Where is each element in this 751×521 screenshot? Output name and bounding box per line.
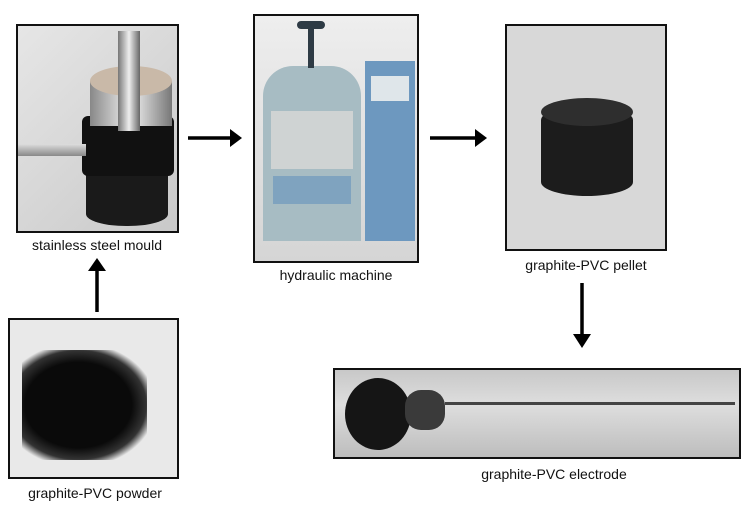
graphite-pvc-powder-photo — [8, 318, 179, 479]
arrowhead-down — [573, 334, 591, 348]
stainless-steel-mould-photo — [16, 24, 179, 233]
graphite-pvc-pellet-label: graphite-PVC pellet — [525, 257, 647, 273]
arrowhead-up — [88, 258, 106, 271]
stainless-steel-mould-label: stainless steel mould — [32, 237, 162, 253]
arrowhead-right-2 — [475, 129, 487, 147]
hydraulic-machine-label: hydraulic machine — [279, 267, 393, 283]
graphite-pvc-pellet-photo — [505, 24, 667, 251]
graphite-pvc-powder-label: graphite-PVC powder — [28, 485, 162, 501]
hydraulic-machine-photo — [253, 14, 419, 263]
graphite-pvc-electrode-label: graphite-PVC electrode — [481, 466, 627, 482]
arrowhead-right-1 — [230, 129, 242, 147]
graphite-pvc-electrode-photo — [333, 368, 741, 459]
